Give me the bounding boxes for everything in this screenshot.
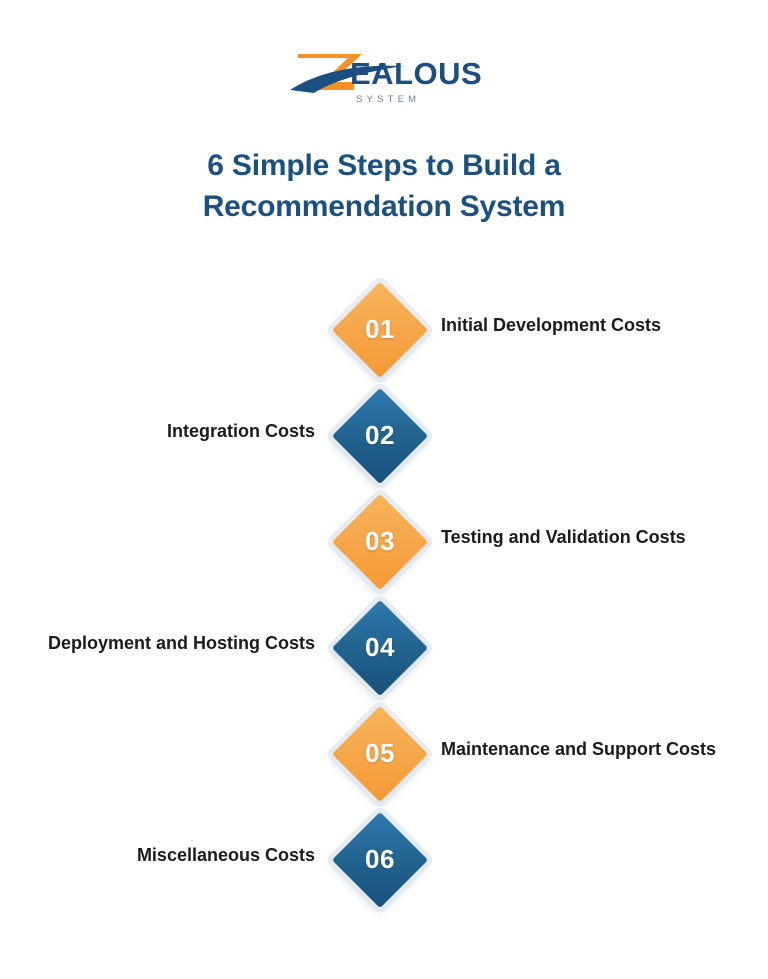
step-number-02: 02 [365, 420, 395, 451]
step-number-01: 01 [365, 314, 395, 345]
step-diamond-04[interactable]: 04 [331, 599, 429, 696]
step-label-03: Testing and Validation Costs [441, 526, 686, 547]
step-label-05: Maintenance and Support Costs [441, 738, 717, 759]
step-number-03: 03 [365, 526, 395, 557]
list-item[interactable]: Miscellaneous Costs 06 [0, 808, 768, 914]
step-number-04: 04 [365, 632, 395, 663]
page-title: 6 Simple Steps to Build a Recommendation… [202, 149, 566, 223]
svg-text:EALOUS: EALOUS [350, 56, 482, 91]
svg-text:SYSTEM: SYSTEM [356, 94, 420, 105]
step-label-01: Initial Development Costs [441, 314, 662, 335]
list-item[interactable]: Maintenance and Support Costs 05 [0, 702, 768, 808]
step-label-04: Deployment and Hosting Costs [47, 632, 315, 653]
step-number-05: 05 [365, 738, 395, 769]
list-item[interactable]: Testing and Validation Costs 03 [0, 490, 768, 596]
list-item[interactable]: Initial Development Costs 01 [0, 278, 768, 384]
step-diamond-06[interactable]: 06 [331, 811, 429, 908]
brand-logo-container: EALOUS SYSTEM [0, 0, 768, 108]
step-label-02: Integration Costs [166, 420, 315, 441]
step-label-06: Miscellaneous Costs [136, 844, 315, 865]
step-diamond-05[interactable]: 05 [331, 705, 429, 802]
step-diamond-03[interactable]: 03 [331, 493, 429, 590]
list-item[interactable]: Deployment and Hosting Costs 04 [0, 596, 768, 702]
step-number-06: 06 [365, 844, 395, 875]
zealous-logo-icon: EALOUS SYSTEM [290, 54, 482, 105]
step-diamond-02[interactable]: 02 [331, 387, 429, 484]
steps-list: Initial Development Costs 01 Integration… [0, 278, 768, 914]
list-item[interactable]: Integration Costs 02 [0, 384, 768, 490]
zealous-logo: EALOUS SYSTEM [284, 46, 484, 108]
step-diamond-01[interactable]: 01 [331, 281, 429, 378]
